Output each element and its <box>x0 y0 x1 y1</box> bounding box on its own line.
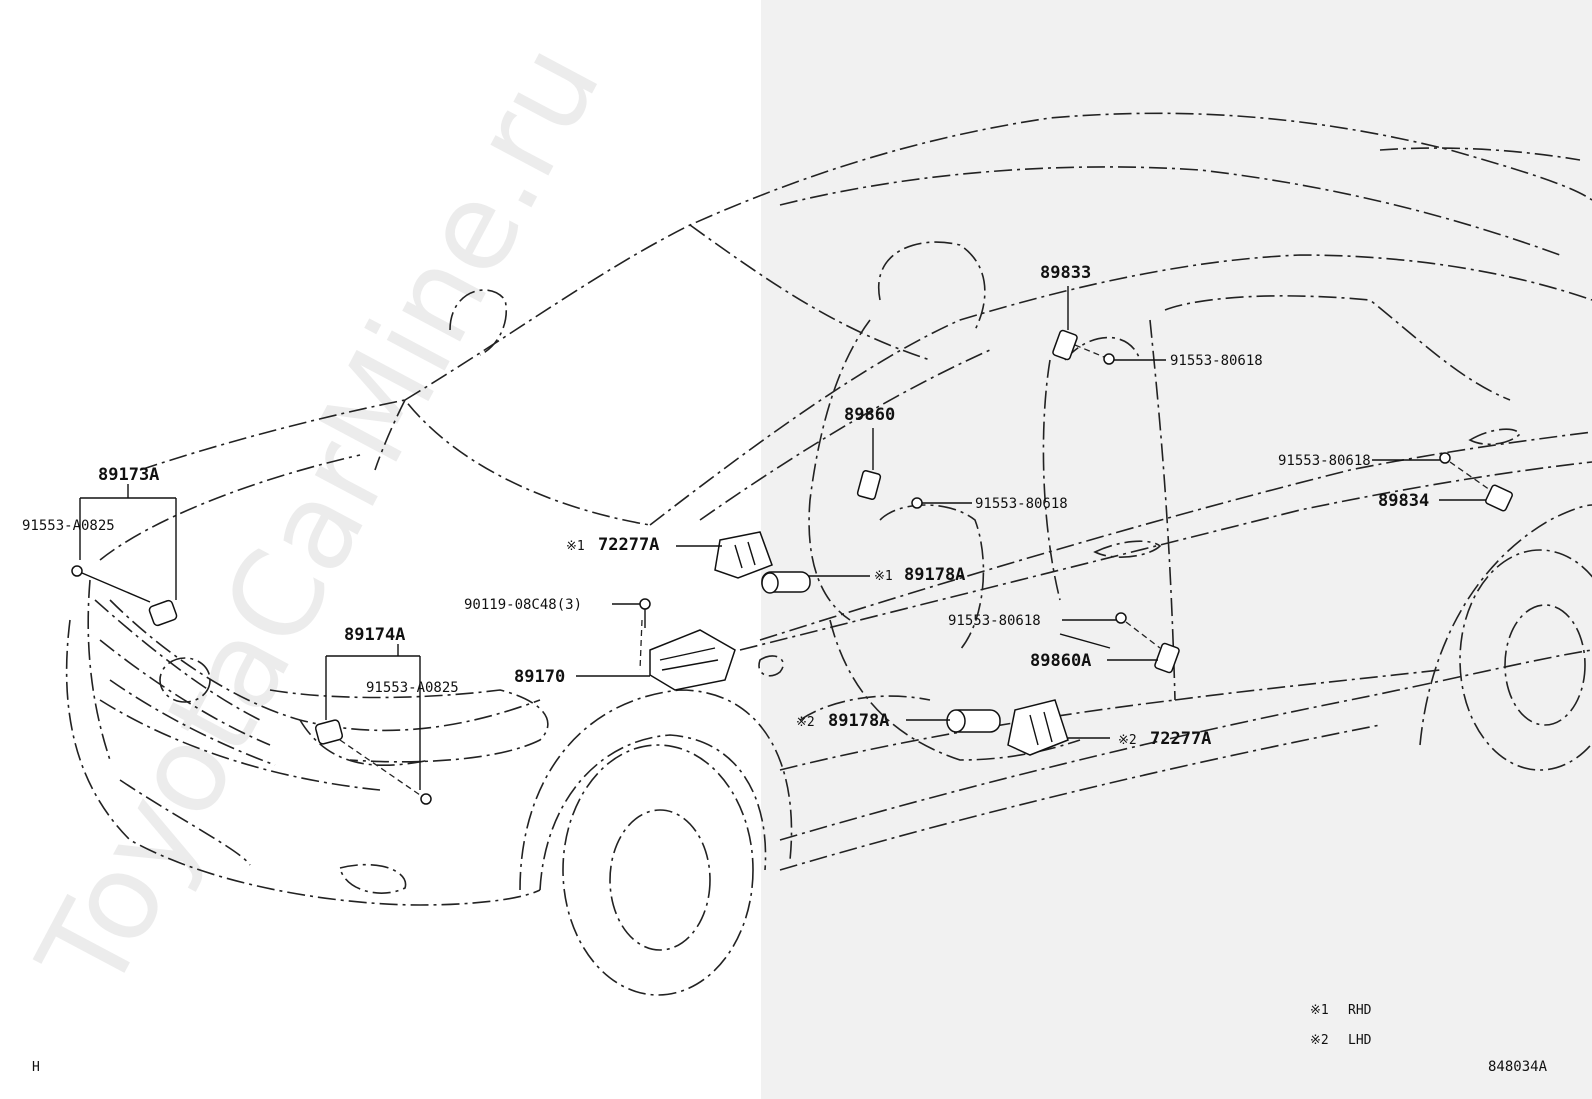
label-89834: 89834 <box>1378 491 1429 511</box>
label-91553-80618-b: 91553-80618 <box>1170 353 1263 369</box>
sensor-89174a <box>314 719 344 745</box>
mark-72277a-rhd: ※1 <box>566 539 585 554</box>
label-89860: 89860 <box>844 405 895 425</box>
label-89174a: 89174A <box>344 625 405 645</box>
corner-code: H <box>32 1060 40 1075</box>
sensor-89860 <box>856 470 882 500</box>
sensor-89173a <box>148 599 178 627</box>
bolt-91553-80618-c <box>1439 452 1491 491</box>
mark-89178a-rhd: ※1 <box>874 569 893 584</box>
car-body-outline <box>65 112 1592 996</box>
sensor-89834 <box>1485 484 1513 512</box>
label-72277a-lhd: 72277A <box>1150 729 1211 749</box>
mark-72277a-lhd: ※2 <box>1118 733 1137 748</box>
bracket-72277a-rhd <box>714 531 773 579</box>
label-91553-80618-c: 91553-80618 <box>1278 453 1371 469</box>
bolt-91553-80618-d <box>1115 612 1161 649</box>
parts <box>71 329 1513 805</box>
label-89178a-lhd: 89178A <box>828 711 889 731</box>
bolt-90119 <box>639 598 651 671</box>
label-91553-a0825-left: 91553-A0825 <box>22 518 115 534</box>
legend-text-2: LHD <box>1348 1033 1372 1048</box>
bolt-91553-80618-b <box>1074 344 1115 365</box>
bolt-91553-a0825-left <box>71 565 151 603</box>
legend-mark-2: ※2 <box>1310 1033 1329 1048</box>
legend: ※1 RHD ※2 LHD <box>1310 1003 1372 1048</box>
label-89173a: 89173A <box>98 465 159 485</box>
legend-text-1: RHD <box>1348 1003 1372 1018</box>
label-90119: 90119-08C48(3) <box>464 597 582 613</box>
label-89860a: 89860A <box>1030 651 1091 671</box>
bolt-91553-a0825-right <box>339 739 432 805</box>
label-91553-80618-d: 91553-80618 <box>948 613 1041 629</box>
sensor-89860a <box>1154 642 1180 674</box>
leader-lines <box>79 286 1486 790</box>
bolt-91553-80618-a <box>911 497 923 509</box>
airbag-ecu-89170 <box>649 629 736 691</box>
diagram-id: 848034A <box>1488 1059 1548 1075</box>
label-72277a-rhd: 72277A <box>598 535 659 555</box>
sensor-89178a-lhd <box>946 709 1001 733</box>
label-91553-a0825-right: 91553-A0825 <box>366 680 459 696</box>
mark-89178a-lhd: ※2 <box>796 715 815 730</box>
label-89170: 89170 <box>514 667 565 687</box>
part-labels: 89173A 91553-A0825 89174A 91553-A0825 89… <box>22 263 1429 749</box>
label-89833: 89833 <box>1040 263 1091 283</box>
legend-mark-1: ※1 <box>1310 1003 1329 1018</box>
label-91553-80618-a: 91553-80618 <box>975 496 1068 512</box>
sensor-89833 <box>1052 329 1078 361</box>
sensor-89178a-rhd <box>761 571 811 594</box>
label-89178a-rhd: 89178A <box>904 565 965 585</box>
bracket-72277a-lhd <box>1007 699 1069 756</box>
